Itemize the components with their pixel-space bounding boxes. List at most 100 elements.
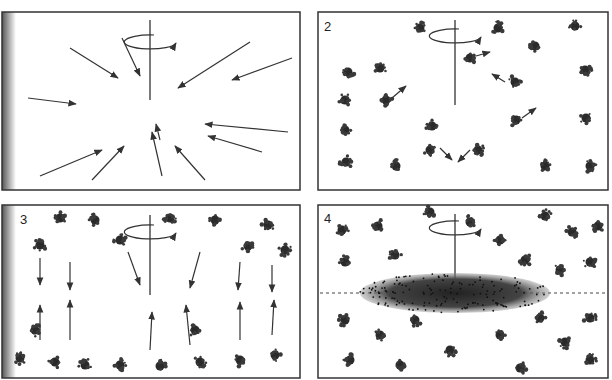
star-cluster bbox=[515, 361, 528, 374]
rotation-axis bbox=[454, 20, 455, 105]
disk-star bbox=[467, 303, 469, 305]
star-cluster bbox=[495, 329, 507, 341]
disk-star bbox=[480, 293, 482, 295]
disk-star bbox=[442, 279, 444, 281]
disk-star bbox=[439, 289, 441, 291]
disk-star bbox=[483, 284, 485, 286]
disk-star bbox=[486, 296, 488, 298]
motion-arrow bbox=[186, 305, 190, 345]
star-cluster bbox=[591, 220, 604, 233]
disk-star bbox=[385, 297, 387, 299]
disk-star bbox=[398, 283, 400, 285]
star-cluster bbox=[47, 356, 60, 370]
disk-star bbox=[427, 285, 429, 287]
star-cluster bbox=[535, 310, 548, 323]
star-cluster bbox=[338, 154, 354, 168]
disk-star bbox=[543, 294, 545, 296]
disk-star bbox=[474, 281, 476, 283]
disk-star bbox=[385, 290, 387, 292]
disk-star bbox=[422, 291, 424, 293]
motion-arrow bbox=[156, 124, 160, 140]
disk-star bbox=[384, 287, 386, 289]
disk-star bbox=[479, 279, 481, 281]
disk-star bbox=[453, 298, 455, 300]
star-cluster bbox=[493, 234, 507, 246]
disk-star bbox=[456, 293, 458, 295]
disk-star bbox=[397, 300, 399, 302]
disk-star bbox=[529, 288, 531, 290]
disk-star bbox=[402, 291, 404, 293]
disk-star bbox=[444, 300, 446, 302]
disk-star bbox=[473, 294, 475, 296]
star-cluster bbox=[208, 214, 222, 227]
star-cluster bbox=[423, 144, 436, 157]
disk-star bbox=[472, 302, 474, 304]
disk-star bbox=[472, 284, 474, 286]
motion-arrow bbox=[208, 136, 262, 152]
star-cluster bbox=[33, 238, 47, 252]
star-cluster bbox=[582, 312, 598, 322]
star-cluster bbox=[538, 208, 553, 221]
disk-star bbox=[433, 310, 435, 312]
disk-star bbox=[531, 303, 533, 305]
disk-star bbox=[434, 280, 436, 282]
disk-star bbox=[405, 275, 407, 277]
motion-arrow bbox=[272, 300, 274, 335]
disk-star bbox=[387, 305, 389, 307]
disk-star bbox=[359, 291, 361, 293]
disk-star bbox=[396, 279, 398, 281]
disk-star bbox=[447, 275, 449, 277]
disk-star bbox=[456, 301, 458, 303]
star-cluster bbox=[156, 359, 168, 371]
disk-star bbox=[451, 283, 453, 285]
disk-star bbox=[493, 285, 495, 287]
disk-star bbox=[452, 281, 454, 283]
disk-star bbox=[528, 304, 530, 306]
disk-star bbox=[385, 302, 387, 304]
disk-star bbox=[516, 281, 518, 283]
disk-star bbox=[469, 284, 471, 286]
disk-star bbox=[477, 303, 479, 305]
star-cluster bbox=[112, 357, 127, 372]
disk-star bbox=[398, 302, 400, 304]
disk-star bbox=[391, 297, 393, 299]
disk-star bbox=[446, 297, 448, 299]
disk-star bbox=[440, 304, 442, 306]
disk-star bbox=[496, 304, 498, 306]
panel-frame bbox=[318, 12, 608, 190]
star-cluster bbox=[510, 115, 522, 127]
motion-arrow bbox=[39, 258, 40, 285]
disk-star bbox=[492, 300, 494, 302]
disk-star bbox=[401, 284, 403, 286]
panel-number: 2 bbox=[322, 20, 333, 34]
disk-star bbox=[472, 302, 474, 304]
disk-star bbox=[459, 282, 461, 284]
disk-star bbox=[408, 309, 410, 311]
panel-frame bbox=[2, 12, 300, 190]
disk-star bbox=[537, 287, 539, 289]
disk-star bbox=[503, 297, 505, 299]
star-cluster bbox=[337, 313, 350, 328]
disk-star bbox=[518, 287, 520, 289]
star-cluster bbox=[234, 354, 245, 368]
disk-star bbox=[519, 305, 521, 307]
disk-star bbox=[378, 292, 380, 294]
disk-star bbox=[378, 291, 380, 293]
disk-star bbox=[423, 293, 425, 295]
star-cluster bbox=[77, 358, 92, 369]
disk-star bbox=[412, 302, 414, 304]
disk-star bbox=[392, 291, 394, 293]
motion-arrow bbox=[70, 48, 118, 78]
disk-star bbox=[505, 306, 507, 308]
disk-star bbox=[363, 288, 365, 290]
disk-star bbox=[369, 287, 371, 289]
star-cluster bbox=[14, 351, 25, 366]
star-cluster bbox=[390, 158, 400, 171]
disk-star bbox=[500, 279, 502, 281]
disk-star bbox=[392, 291, 394, 293]
motion-arrow bbox=[128, 252, 140, 285]
star-cluster bbox=[557, 336, 571, 350]
disk-star bbox=[536, 294, 538, 296]
disk-star bbox=[384, 304, 386, 306]
disk-star bbox=[515, 284, 517, 286]
